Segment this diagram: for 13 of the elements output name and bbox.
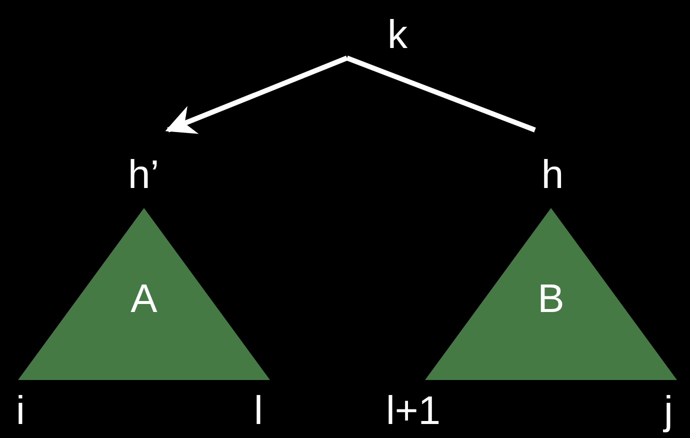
triangle-node	[18, 208, 270, 380]
triangle-node	[425, 208, 677, 380]
node-label: h’	[128, 128, 188, 198]
index-label: j	[664, 388, 673, 434]
arrow	[165, 56, 348, 134]
node-label: A	[130, 276, 158, 322]
index-label: l+1	[386, 388, 440, 434]
index-label: i	[16, 388, 25, 434]
connector-line	[346, 56, 536, 132]
node-label: B	[538, 276, 564, 322]
index-label: l	[254, 388, 263, 434]
node-label: h	[530, 128, 575, 198]
node-label: k	[340, 8, 455, 58]
